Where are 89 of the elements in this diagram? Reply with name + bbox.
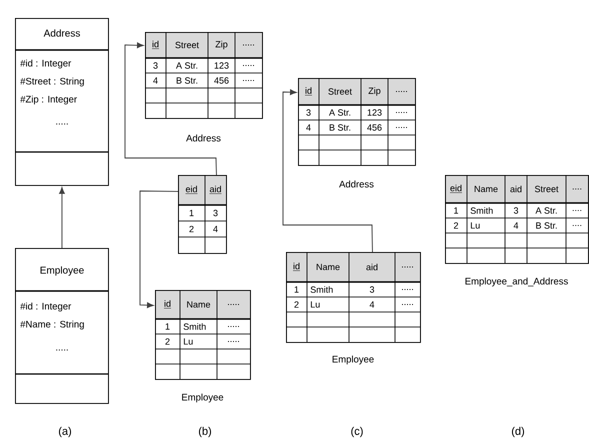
table-cell: ....: [572, 225, 582, 226]
table-cell: .....: [228, 341, 239, 342]
arrow: [59, 187, 65, 248]
table-caption: Address: [186, 134, 221, 142]
table-cell: A Str.: [176, 62, 198, 69]
table-cell: Smith: [310, 286, 333, 293]
header-cell: id: [164, 300, 172, 308]
class-box: [15, 18, 109, 186]
header-cell: id: [152, 40, 160, 49]
header-cell: Zip: [216, 40, 228, 50]
table-cell: .....: [228, 326, 239, 327]
class-name: Address: [44, 29, 80, 37]
table-cell: 3: [213, 210, 218, 216]
table-cell: 1: [166, 323, 170, 330]
table-cell: .....: [243, 65, 254, 66]
header-cell: aid: [510, 186, 522, 192]
header-cell: .....: [396, 91, 407, 92]
table-cell: 2: [294, 301, 299, 308]
panel-label: (c): [351, 426, 363, 438]
table-cell: Lu: [470, 222, 480, 229]
table-cell: 456: [367, 124, 382, 131]
table-cell: 3: [306, 109, 311, 116]
table-cell: 4: [514, 222, 518, 229]
attribute-text: #id : Integer: [20, 302, 72, 312]
header-cell: Name: [187, 301, 210, 308]
arrow: [140, 190, 178, 308]
panel-label: (b): [198, 426, 212, 438]
table-cell: Lu: [184, 338, 193, 345]
table-cell: .....: [396, 112, 407, 113]
table-cell: 3: [153, 62, 158, 69]
table-cell: 2: [165, 338, 170, 345]
table-cell: 1: [454, 207, 458, 214]
table-cell: B Str.: [176, 77, 198, 84]
table-cell: .....: [396, 127, 407, 128]
class-name: Employee: [40, 266, 84, 276]
panel-label: (d): [512, 426, 524, 438]
table-caption: Employee: [182, 394, 224, 402]
attribute-text: #id : Integer: [20, 60, 72, 68]
header-cell: aid: [366, 264, 378, 270]
table-cell: ....: [572, 210, 582, 211]
arrow: [282, 89, 373, 252]
header-cell: Zip: [368, 87, 380, 96]
header-cell: .....: [402, 266, 413, 268]
table-cell: 123: [368, 109, 382, 116]
table-caption: Address: [339, 180, 374, 188]
table-cell: 4: [306, 124, 311, 131]
table-cell: 4: [370, 301, 374, 308]
header-cell: ....: [572, 188, 582, 190]
header-cell: eid: [185, 186, 198, 194]
table-cell: 4: [153, 77, 158, 84]
table-cell: 3: [370, 286, 374, 293]
header-cell: Street: [534, 186, 558, 192]
panel-label: (a): [58, 426, 72, 438]
table-cell: 3: [514, 207, 518, 214]
header-cell: Name: [474, 186, 498, 192]
class-box: [15, 248, 109, 404]
attribute-text: #Name : String: [20, 320, 84, 330]
header-cell: aid: [209, 186, 222, 194]
header-cell: Name: [316, 264, 340, 270]
table-cell: Smith: [184, 323, 206, 330]
header-cell: Street: [175, 42, 199, 48]
table-cell: .....: [243, 80, 254, 81]
attribute-text: #Street : String: [20, 78, 84, 86]
attribute-text: #Zip : Integer: [20, 96, 77, 104]
header-cell: id: [304, 87, 312, 96]
table-caption: Employee: [332, 356, 374, 364]
table-cell: B Str.: [330, 124, 350, 131]
header-cell: .....: [228, 304, 239, 305]
arrow: [124, 42, 217, 176]
table-cell: Smith: [470, 207, 493, 214]
table-cell: 123: [214, 62, 229, 69]
table-cell: 1: [294, 286, 299, 293]
table-cell: 1: [190, 210, 194, 216]
table-cell: Lu: [310, 301, 320, 308]
table-cell: B Str.: [536, 222, 557, 229]
table-cell: A Str.: [329, 109, 350, 116]
table-cell: 2: [189, 226, 194, 232]
header-cell: .....: [243, 44, 254, 46]
table-cell: 4: [213, 226, 218, 232]
table-cell: A Str.: [536, 207, 557, 214]
header-cell: Street: [328, 88, 352, 95]
header-cell: eid: [450, 184, 462, 193]
table-caption: Employee_and_Address: [466, 278, 568, 286]
table-cell: 2: [454, 222, 458, 229]
table-cell: 456: [214, 77, 229, 84]
table-cell: .....: [402, 304, 413, 305]
attribute-text: .....: [56, 123, 68, 124]
header-cell: id: [292, 262, 300, 271]
table-cell: .....: [402, 289, 413, 290]
